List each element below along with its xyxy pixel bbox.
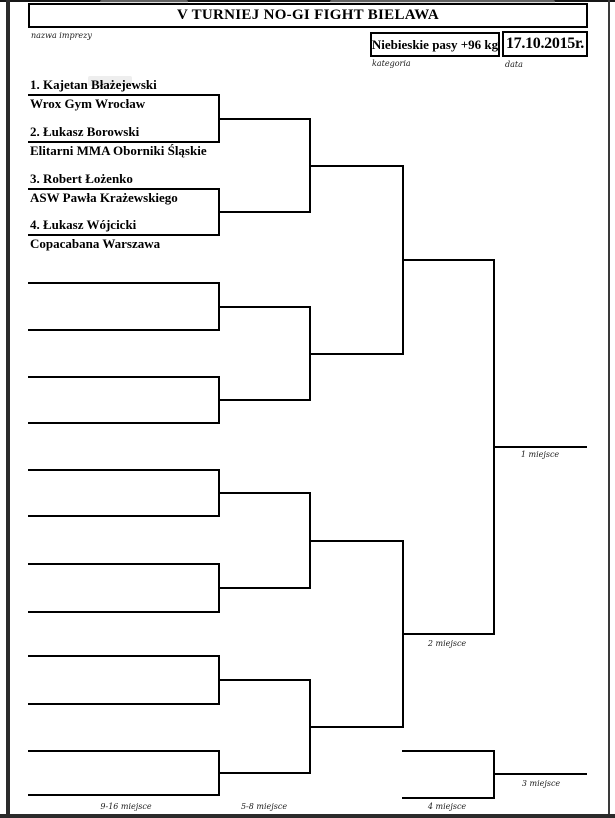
match-line-round-1 bbox=[28, 282, 218, 284]
match-line-round-1 bbox=[28, 655, 218, 657]
match-line-round-1 bbox=[28, 469, 218, 471]
category-box: Niebieskie pasy +96 kg bbox=[370, 32, 500, 57]
match-line-round-1 bbox=[28, 750, 218, 752]
competitor-name: 1. Kajetan Błażejewski bbox=[30, 77, 157, 92]
competitor-club: Elitarni MMA Oborniki Śląskie bbox=[30, 143, 207, 158]
match-line-round-1 bbox=[28, 188, 218, 190]
match-line-round-1 bbox=[28, 515, 218, 517]
match-line-round-1 bbox=[28, 141, 218, 143]
match-line-round-3 bbox=[309, 726, 402, 728]
match-line-round-2 bbox=[218, 679, 309, 681]
date-box: 17.10.2015r. bbox=[502, 31, 588, 57]
place-label-4: 4 miejsce bbox=[427, 802, 467, 811]
page-edge-bottom bbox=[0, 814, 615, 818]
competitor-club: Copacabana Warszawa bbox=[30, 236, 161, 251]
place-label-5-8: 5-8 miejsce bbox=[240, 802, 288, 811]
match-line-round-1 bbox=[28, 703, 218, 705]
match-line-round-4 bbox=[402, 259, 493, 261]
match-line-round-2 bbox=[218, 211, 309, 213]
page-edge-left bbox=[6, 0, 10, 818]
competitor-name: 4. Łukasz Wójcicki bbox=[30, 217, 137, 232]
match-line-round-2 bbox=[218, 306, 309, 308]
competitor-club: Wrox Gym Wrocław bbox=[30, 96, 146, 111]
scan-artifact bbox=[100, 0, 188, 5]
match-line-round-1 bbox=[28, 563, 218, 565]
date-caption: data bbox=[505, 60, 523, 69]
fourth-place-line bbox=[402, 797, 493, 799]
match-line-round-1 bbox=[28, 94, 218, 96]
page-edge-top bbox=[0, 0, 615, 2]
match-line-round-2 bbox=[218, 399, 309, 401]
date-value: 17.10.2015r. bbox=[505, 35, 585, 52]
match-line-round-1 bbox=[28, 234, 218, 236]
match-line-round-2 bbox=[218, 772, 309, 774]
third-place-line bbox=[493, 773, 587, 775]
place-label-1: 1 miejsce bbox=[520, 450, 560, 459]
category-caption: kategoria bbox=[372, 59, 411, 68]
competitor-name: 2. Łukasz Borowski bbox=[30, 124, 140, 139]
competitor-name: 3. Robert Łożenko bbox=[30, 171, 133, 186]
place-label-2: 2 miejsce bbox=[427, 639, 467, 648]
match-line-round-4 bbox=[402, 633, 493, 635]
place-label-3: 3 miejsce bbox=[521, 779, 561, 788]
match-line-round-2 bbox=[218, 587, 309, 589]
match-line-round-3 bbox=[309, 165, 402, 167]
event-title-box: V TURNIEJ NO-GI FIGHT BIELAWA bbox=[28, 3, 588, 28]
match-line-round-1 bbox=[28, 422, 218, 424]
match-line-round-1 bbox=[28, 329, 218, 331]
match-line-round-2 bbox=[218, 492, 309, 494]
match-line-round-1 bbox=[28, 611, 218, 613]
page-edge-right bbox=[608, 0, 610, 818]
match-line-round-3 bbox=[309, 353, 402, 355]
event-title-caption: nazwa imprezy bbox=[31, 31, 92, 40]
scan-artifact bbox=[88, 76, 132, 86]
match-line-round-1 bbox=[28, 794, 218, 796]
match-line-round-1 bbox=[28, 376, 218, 378]
first-place-line bbox=[493, 446, 587, 448]
competitor-club: ASW Pawła Krażewskiego bbox=[30, 190, 178, 205]
match-line-round-3 bbox=[309, 540, 402, 542]
category-value: Niebieskie pasy +96 kg bbox=[371, 36, 499, 52]
match-line-round-2 bbox=[218, 118, 309, 120]
third-place-match-line bbox=[402, 750, 493, 752]
place-label-9-16: 9-16 miejsce bbox=[100, 802, 152, 811]
event-title: V TURNIEJ NO-GI FIGHT BIELAWA bbox=[176, 7, 440, 23]
